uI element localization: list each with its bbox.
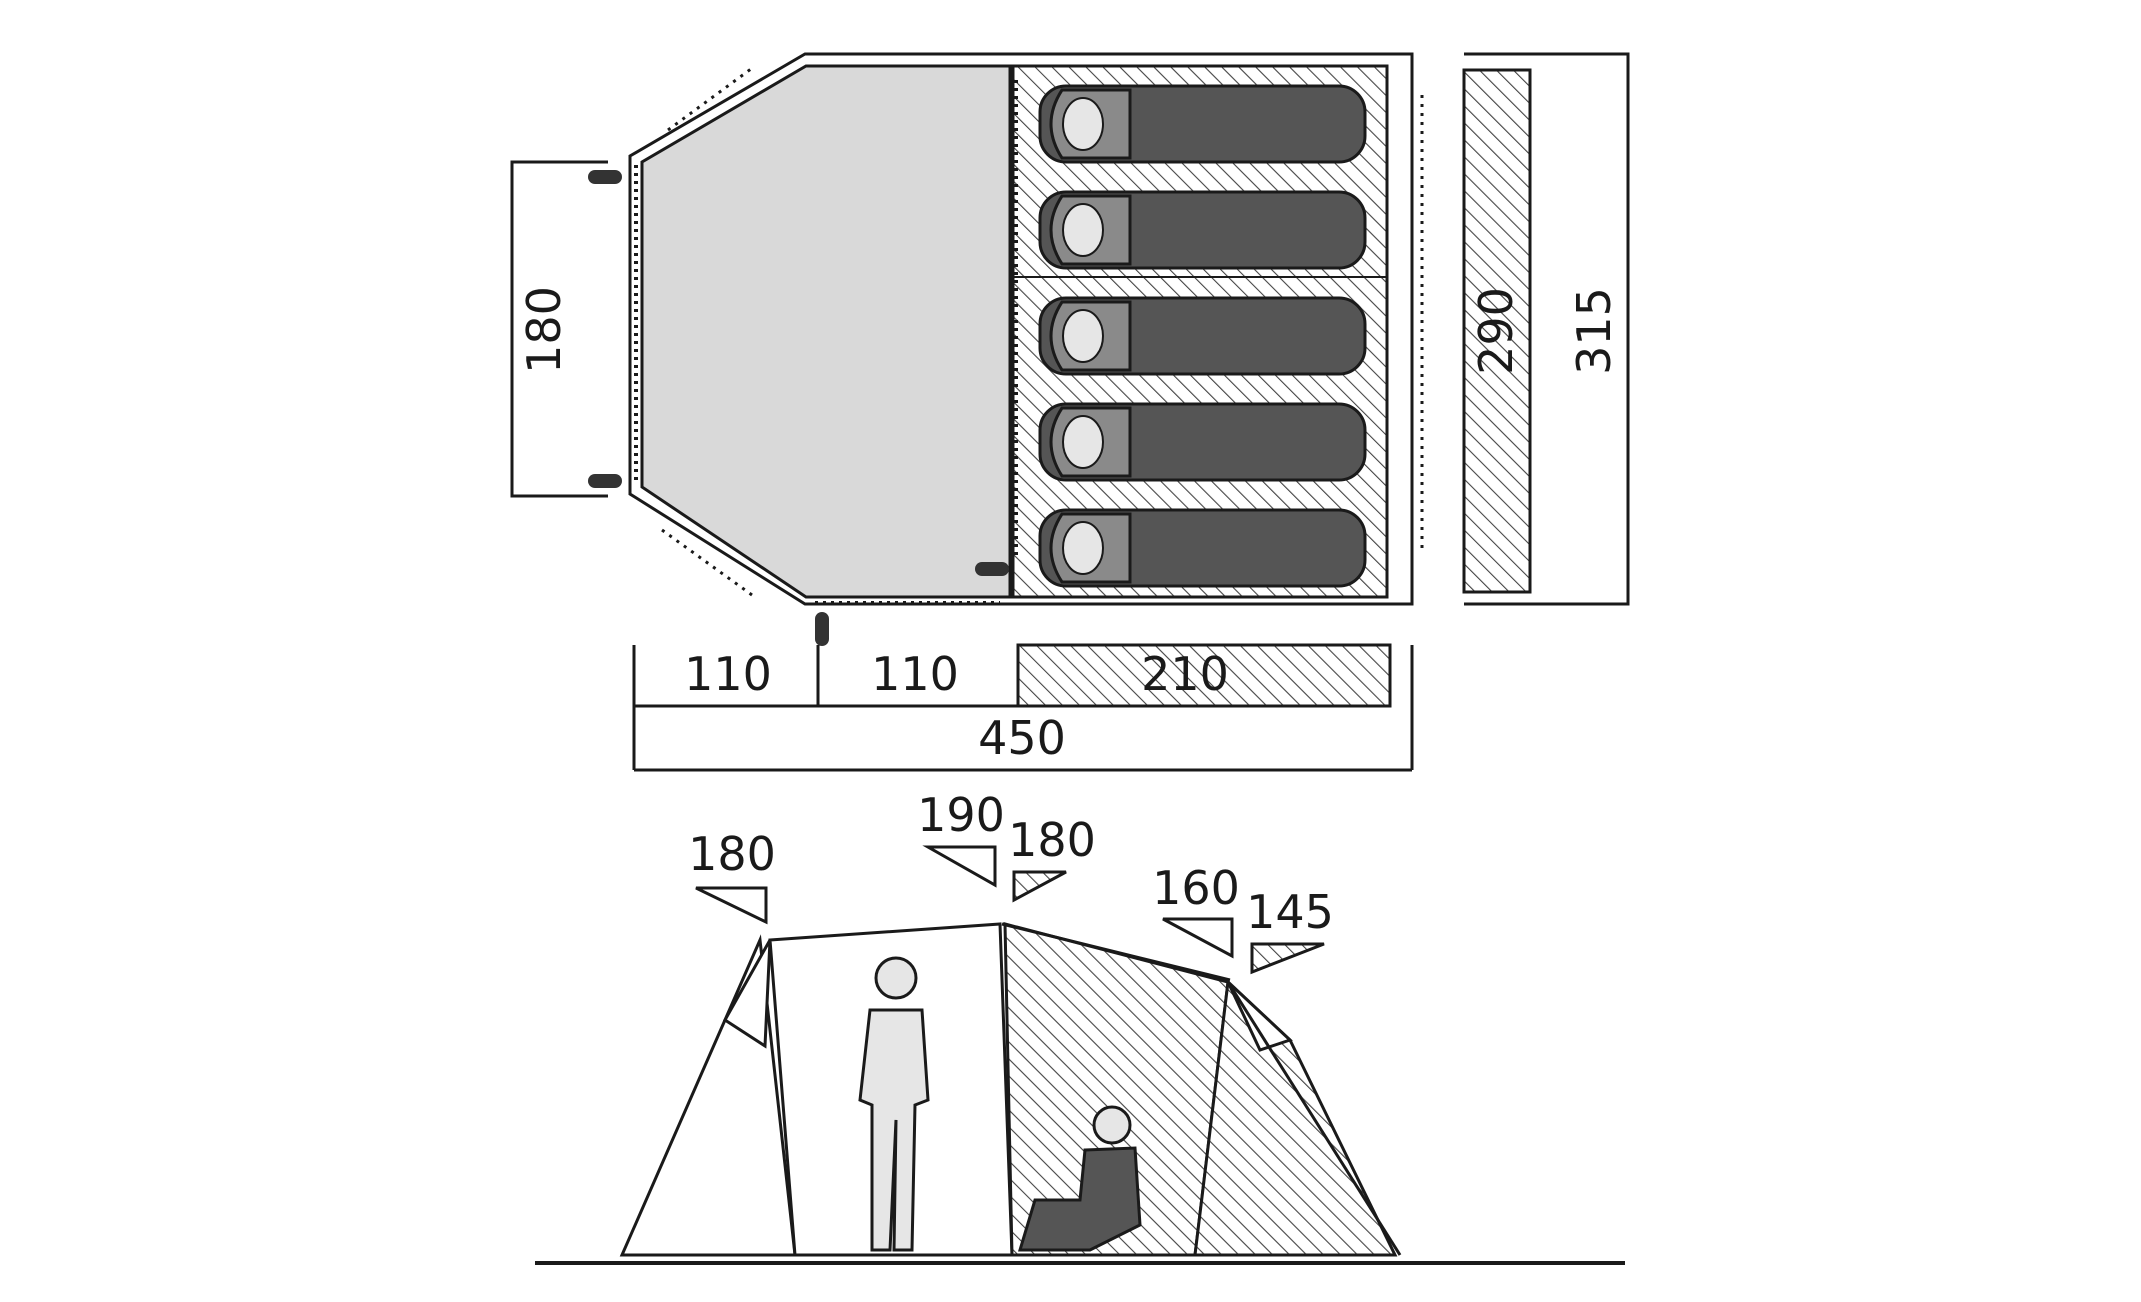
dimension-vestibule-rear: 110 <box>871 647 959 701</box>
vestibule-area <box>640 64 1012 599</box>
height-marker-center-inner <box>1012 870 1067 903</box>
sleeping-bag-icon <box>1038 296 1367 376</box>
sleeping-bags <box>1038 84 1367 588</box>
inner-width-bar <box>1462 68 1532 594</box>
peg-icon <box>815 612 829 646</box>
height-center-arch: 190 <box>917 788 1005 842</box>
sleeping-bag-icon <box>1038 84 1367 164</box>
height-rear-arch: 160 <box>1152 861 1240 915</box>
peg-icon <box>588 170 622 184</box>
dimension-total-width: 315 <box>1567 287 1621 375</box>
dimension-entrance-width: 180 <box>517 286 571 374</box>
sleeping-bag-icon <box>1038 402 1367 482</box>
height-marker-front-arch <box>695 886 768 925</box>
dimension-inner-tent: 210 <box>1141 647 1229 701</box>
dimension-inner-width: 290 <box>1469 287 1523 375</box>
vent-bottom <box>661 528 753 597</box>
sleeping-bag-icon <box>1038 190 1367 270</box>
standing-person-icon <box>858 956 930 1252</box>
dimension-line-entrance <box>510 160 608 498</box>
dimension-total-length: 450 <box>978 711 1066 765</box>
dimension-line-total-width <box>1464 52 1630 606</box>
dimension-vestibule-front: 110 <box>684 647 772 701</box>
height-front-arch: 180 <box>688 827 776 881</box>
inner-length-bar <box>1016 643 1392 708</box>
height-rear-inner: 145 <box>1246 885 1334 939</box>
rear-canopy <box>1226 980 1293 1052</box>
peg-icon <box>975 562 1009 576</box>
peg-icon <box>588 474 622 488</box>
rear-section <box>1193 978 1398 1257</box>
height-marker-center-arch <box>922 845 997 888</box>
vent-top <box>667 64 756 132</box>
height-center-inner: 180 <box>1008 813 1096 867</box>
height-marker-rear-arch <box>1162 917 1234 959</box>
floor-plan: 180 290 315 110 110 210 450 <box>510 52 1630 772</box>
front-canopy <box>723 939 772 1049</box>
sitting-person-icon <box>1017 1105 1142 1252</box>
side-view: 180 190 180 160 145 <box>535 788 1625 1265</box>
height-marker-rear-inner <box>1250 942 1325 975</box>
roof-edge <box>1001 922 1231 982</box>
rear-flysheet-edge <box>1226 981 1402 1256</box>
sleeping-bag-icon <box>1038 508 1367 588</box>
